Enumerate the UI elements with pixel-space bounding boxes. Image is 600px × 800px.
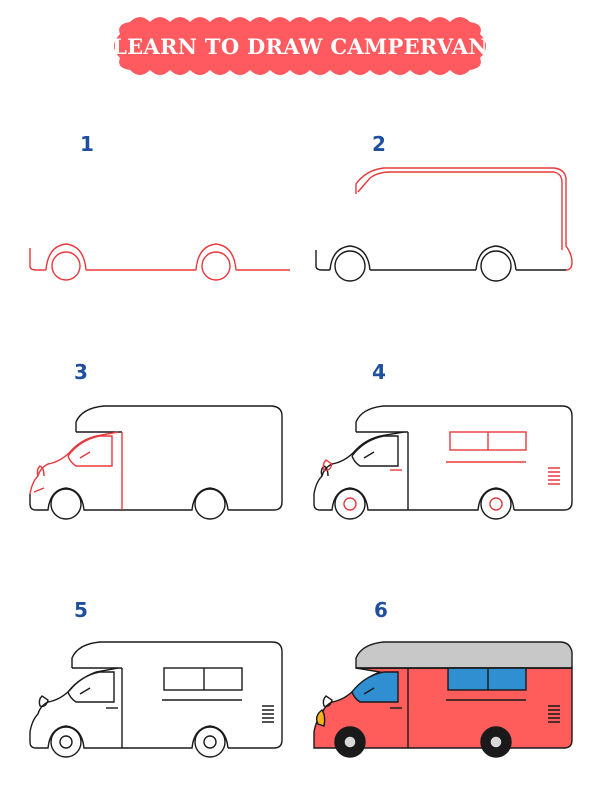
step-number-1: 1 <box>80 132 94 156</box>
page-title: LEARN TO DRAW CAMPERVAN <box>112 33 488 59</box>
cab-bumper <box>33 487 45 493</box>
cab-front <box>29 431 119 495</box>
step-number-2: 2 <box>372 132 386 156</box>
rear-wheel <box>480 250 512 282</box>
side-window-fill <box>447 667 527 691</box>
step-number-6: 6 <box>374 598 388 622</box>
windshield-fill <box>351 671 399 703</box>
front-hub <box>343 735 357 749</box>
front-wheel-arch <box>45 243 87 271</box>
vent-lines <box>548 467 560 485</box>
ground-line <box>29 248 46 271</box>
roof <box>75 405 283 511</box>
roof-inner-line <box>357 171 563 250</box>
step-number-4: 4 <box>372 360 386 384</box>
front-wheel <box>334 250 366 282</box>
title-banner-shape <box>114 17 486 75</box>
front-hub <box>343 497 357 511</box>
rear-wheel-arch <box>195 243 237 271</box>
step-number-5: 5 <box>74 598 88 622</box>
roof-cab-outline <box>355 167 573 271</box>
front-wheel <box>50 488 82 520</box>
title-banner: LEARN TO DRAW CAMPERVAN <box>100 10 500 82</box>
rear-wheel <box>201 251 231 281</box>
rear-hub <box>489 497 503 511</box>
wiper <box>79 451 91 459</box>
windshield <box>67 435 113 467</box>
front-light <box>322 459 333 472</box>
rear-wheel <box>194 488 226 520</box>
headlight-fill <box>315 708 326 727</box>
step-number-3: 3 <box>74 360 88 384</box>
side-mirror <box>36 465 45 477</box>
rear-hub <box>489 735 503 749</box>
front-wheel <box>51 251 81 281</box>
roof-fill <box>355 641 573 669</box>
